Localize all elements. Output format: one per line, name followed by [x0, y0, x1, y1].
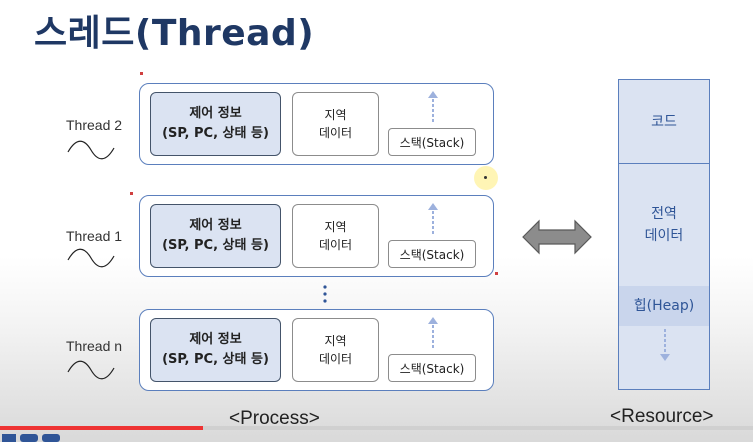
- video-progress-bar[interactable]: [0, 426, 753, 430]
- ellipsis-icon: [323, 285, 327, 303]
- resource-heap: 힙(Heap): [619, 286, 709, 326]
- local-data-line1: 지역: [324, 334, 347, 348]
- control-info-detail: (SP, PC, 상태 등): [162, 352, 269, 367]
- control-info-detail: (SP, PC, 상태 등): [162, 126, 269, 141]
- thread-box: 제어 정보 (SP, PC, 상태 등) 지역 데이터 스택(Stack): [139, 83, 494, 165]
- pointer-highlight: [474, 166, 498, 190]
- page-title: 스레드(Thread): [34, 13, 315, 54]
- stack-box: 스택(Stack): [388, 128, 476, 156]
- resource-data-line2: 데이터: [644, 227, 684, 244]
- control-info-box: 제어 정보 (SP, PC, 상태 등): [150, 204, 281, 268]
- stack-box: 스택(Stack): [388, 354, 476, 382]
- pen-mark: [140, 72, 143, 75]
- local-data-line2: 데이터: [318, 238, 353, 252]
- double-arrow-icon: [522, 219, 592, 255]
- pen-mark: [130, 192, 133, 195]
- local-data-box: 지역 데이터: [292, 204, 379, 268]
- control-info-title: 제어 정보: [189, 332, 242, 347]
- resource-caption: <Resource>: [610, 406, 714, 427]
- thread-label: Thread 1: [66, 228, 123, 244]
- thread-label: Thread 2: [66, 117, 123, 133]
- resource-code: 코드: [619, 80, 709, 164]
- control-info-box: 제어 정보 (SP, PC, 상태 등): [150, 318, 281, 382]
- thread-label: Thread n: [66, 338, 123, 354]
- channel-logo: [2, 434, 60, 442]
- stack-box: 스택(Stack): [388, 240, 476, 268]
- local-data-line2: 데이터: [318, 126, 353, 140]
- local-data-box: 지역 데이터: [292, 92, 379, 156]
- thread-box: 제어 정보 (SP, PC, 상태 등) 지역 데이터 스택(Stack): [139, 309, 494, 391]
- local-data-line1: 지역: [324, 220, 347, 234]
- process-caption: <Process>: [229, 408, 320, 429]
- wave-icon: [67, 248, 115, 268]
- control-info-title: 제어 정보: [189, 218, 242, 233]
- resource-global-data: 전역 데이터: [619, 163, 709, 287]
- control-info-detail: (SP, PC, 상태 등): [162, 238, 269, 253]
- wave-icon: [67, 140, 115, 160]
- stack-growth-arrow-icon: [428, 317, 438, 349]
- wave-icon: [67, 360, 115, 380]
- video-progress-fill: [0, 426, 204, 430]
- local-data-box: 지역 데이터: [292, 318, 379, 382]
- stack-growth-arrow-icon: [428, 203, 438, 235]
- control-info-box: 제어 정보 (SP, PC, 상태 등): [150, 92, 281, 156]
- resource-heap-label: 힙(Heap): [633, 298, 695, 314]
- pen-mark: [495, 272, 498, 275]
- control-info-title: 제어 정보: [189, 106, 242, 121]
- heap-growth-arrow-icon: [660, 329, 670, 361]
- resource-code-label: 코드: [651, 113, 677, 130]
- resource-panel: 코드 전역 데이터 힙(Heap): [618, 79, 710, 390]
- resource-data-line1: 전역: [651, 205, 677, 222]
- thread-box: 제어 정보 (SP, PC, 상태 등) 지역 데이터 스택(Stack): [139, 195, 494, 277]
- stack-growth-arrow-icon: [428, 91, 438, 123]
- local-data-line2: 데이터: [318, 352, 353, 366]
- local-data-line1: 지역: [324, 108, 347, 122]
